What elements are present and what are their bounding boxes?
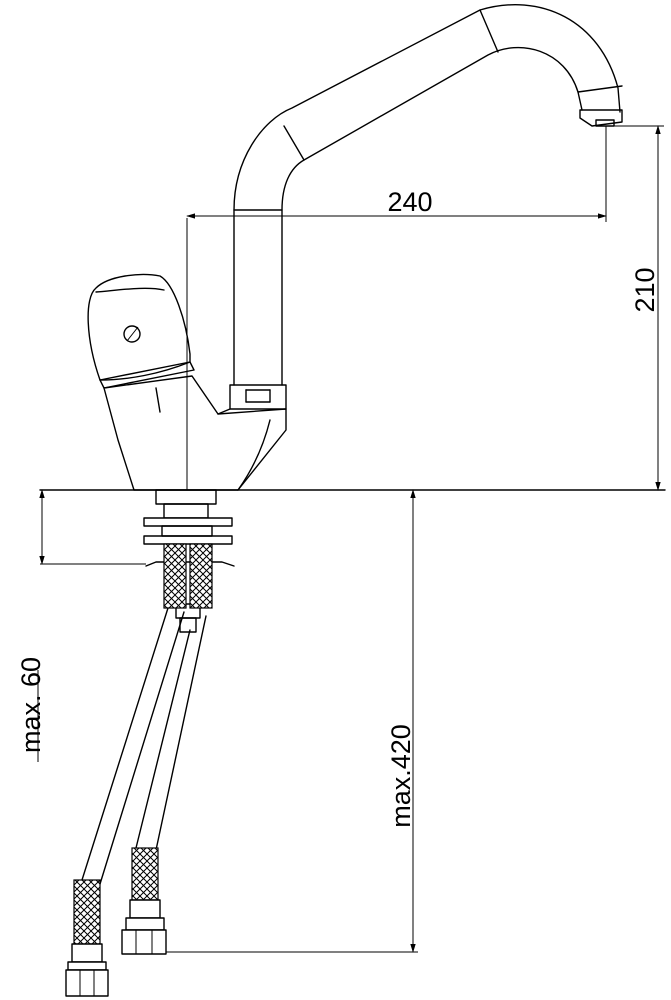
dimension-label-210: 210 xyxy=(630,267,660,312)
dimension-label-max-420: max.420 xyxy=(386,724,416,828)
dimension-hose-length: max.420 xyxy=(166,489,418,953)
dimension-spout-height: 210 xyxy=(612,125,664,491)
spout-collar xyxy=(229,384,287,410)
hose-fitting-right xyxy=(121,847,167,955)
mixer-body xyxy=(103,375,287,491)
hose-upper-braided xyxy=(163,543,213,609)
dimension-label-240: 240 xyxy=(387,187,432,217)
dimension-label-max-60: max. 60 xyxy=(16,657,46,753)
dimension-spout-reach: 240 xyxy=(186,126,607,222)
hose-fitting-left xyxy=(65,879,109,997)
spout xyxy=(233,3,623,386)
lever-handle xyxy=(87,273,195,389)
mounting-assembly xyxy=(143,489,235,633)
dimension-deck-thickness: max. 60 xyxy=(16,489,146,762)
flexible-hoses xyxy=(81,607,207,885)
